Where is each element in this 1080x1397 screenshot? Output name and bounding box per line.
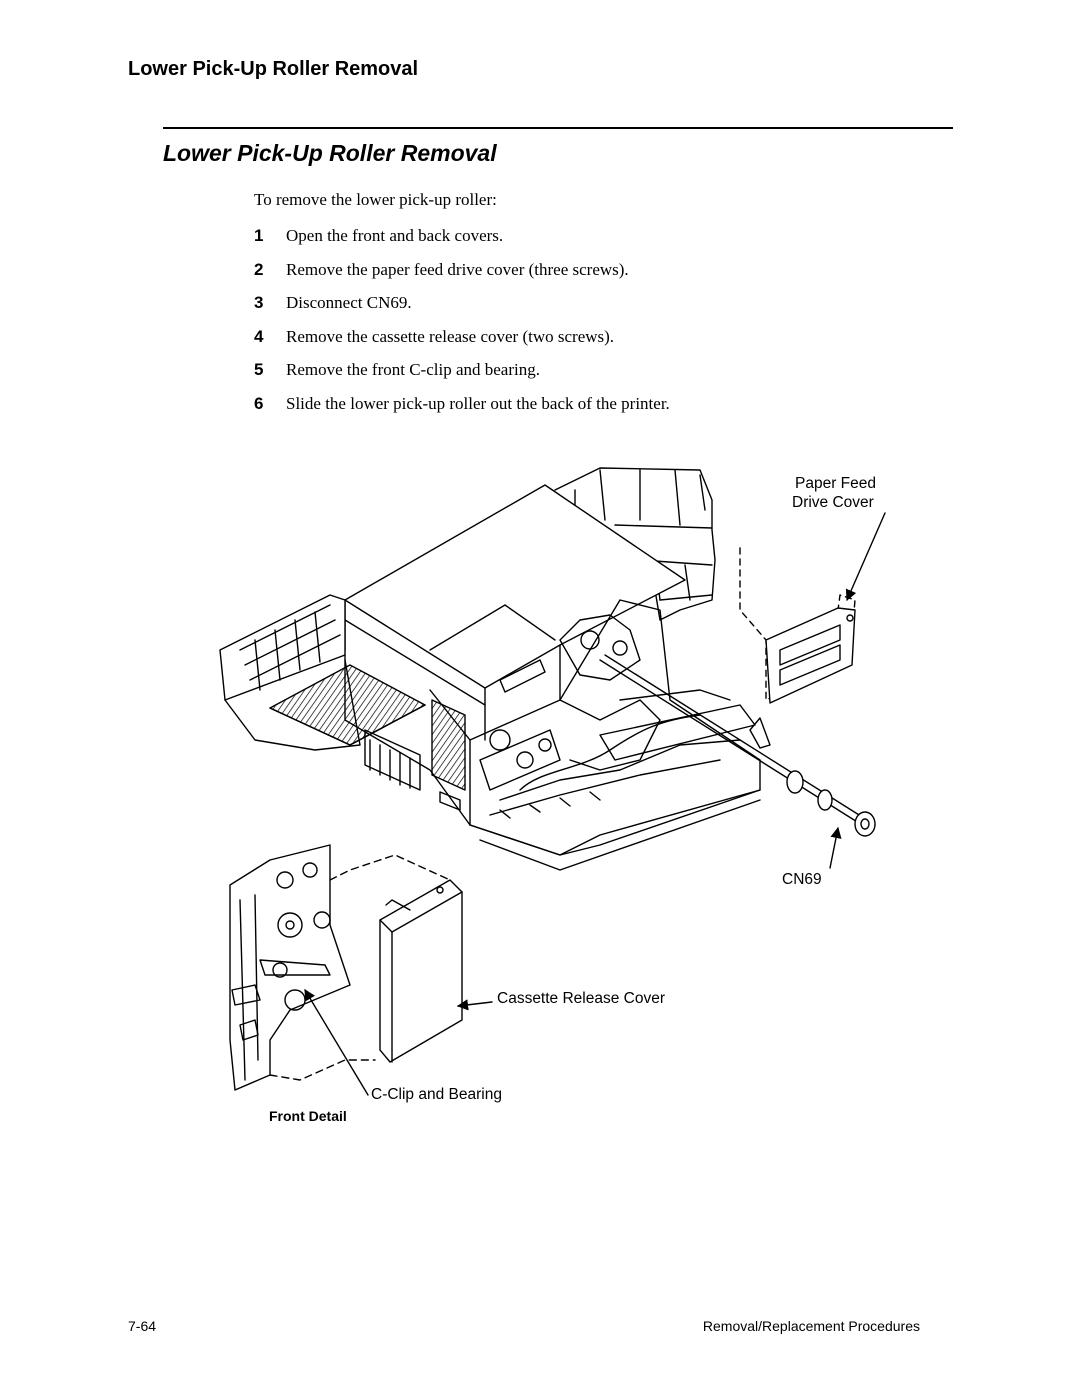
step-number: 6	[254, 393, 264, 413]
page-number: 7-64	[128, 1318, 157, 1334]
step-text: Remove the cassette release cover (two s…	[286, 326, 615, 346]
front-detail-label: Front Detail	[269, 1108, 347, 1124]
callout-paper-feed-line1: Paper Feed	[795, 475, 876, 492]
callout-paper-feed-line2: Drive Cover	[792, 494, 874, 511]
section-title: Lower Pick-Up Roller Removal	[163, 140, 497, 166]
callout-cassette-release: Cassette Release Cover	[497, 990, 665, 1007]
step-number: 4	[254, 326, 264, 346]
step-text: Remove the front C-clip and bearing.	[286, 360, 540, 380]
intro-text: To remove the lower pick-up roller:	[254, 190, 497, 209]
callout-cclip-bearing: C-Clip and Bearing	[371, 1086, 502, 1103]
chapter-title: Removal/Replacement Procedures	[702, 1318, 920, 1334]
pickup-roller-shaft	[599, 654, 876, 837]
internal-mechanism	[469, 599, 761, 871]
step-text: Remove the paper feed drive cover (three…	[286, 259, 629, 279]
step-number: 1	[254, 226, 264, 245]
callout-cn69: CN69	[782, 871, 822, 888]
step-text: Disconnect CN69.	[286, 293, 412, 313]
step-number: 2	[254, 259, 264, 279]
step-text: Open the front and back covers.	[286, 226, 504, 245]
leader-lines	[304, 512, 886, 1096]
section-rule	[163, 127, 953, 129]
paper-feed-drive-cover	[739, 547, 856, 704]
cassette-release-cover	[379, 879, 463, 1063]
output-tray	[219, 594, 426, 751]
step-number: 3	[254, 293, 264, 313]
running-head: Lower Pick-Up Roller Removal	[128, 58, 419, 80]
step-number: 5	[254, 360, 264, 380]
printer-front-body	[344, 654, 471, 826]
step-text: Slide the lower pick-up roller out the b…	[286, 393, 670, 413]
